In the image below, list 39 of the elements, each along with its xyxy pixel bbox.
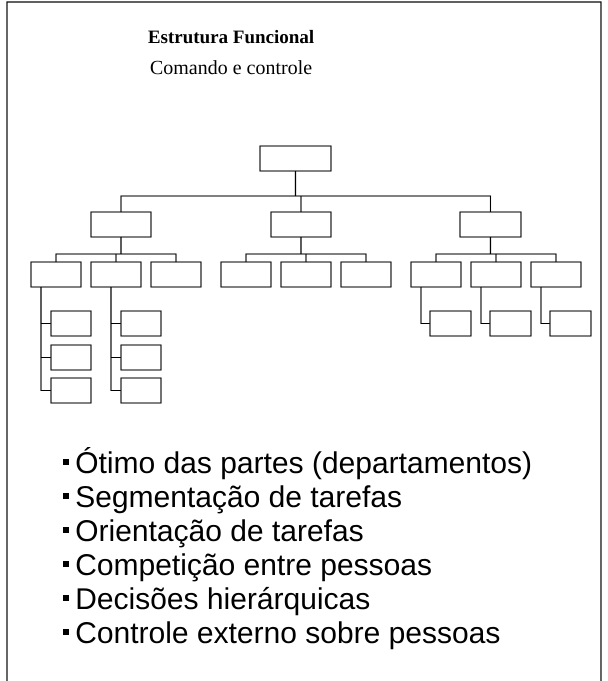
bullet-item: Segmentação de tarefas [63, 485, 401, 514]
connector-line [540, 288, 550, 324]
title: Estrutura Funcional [148, 30, 314, 44]
org-box [340, 261, 392, 288]
org-box [220, 261, 272, 288]
connector-line [110, 288, 120, 392]
org-box [120, 377, 162, 404]
org-box [410, 261, 462, 288]
org-box [549, 310, 592, 337]
org-box [90, 261, 142, 288]
connector-line [40, 288, 50, 392]
org-box [489, 310, 532, 337]
org-box [429, 310, 472, 337]
connector-line [490, 238, 557, 262]
org-box [50, 344, 92, 371]
org-box [470, 261, 522, 288]
connector-line [120, 238, 177, 262]
org-box [120, 310, 162, 337]
org-box [280, 261, 332, 288]
bullet-item: Ótimo das partes (departamentos) [63, 446, 530, 480]
connector-line [294, 172, 492, 212]
org-box [150, 261, 202, 288]
connector-line [420, 288, 430, 324]
subtitle: Comando e controle [150, 60, 312, 74]
bullet-item: Decisões hierárquicas [63, 586, 370, 616]
connector-line [480, 288, 490, 324]
org-box [30, 261, 82, 288]
org-box [90, 211, 152, 238]
connector-line [300, 238, 367, 262]
org-box [259, 145, 332, 172]
org-box [50, 310, 92, 337]
bullet-item: Orientação de tarefas [63, 519, 363, 548]
org-box [120, 344, 162, 371]
org-box [459, 211, 522, 238]
bullet-item: Controle externo sobre pessoas [63, 621, 500, 650]
bullet-item: Competição entre pessoas [63, 553, 431, 582]
org-box [530, 261, 582, 288]
org-box [50, 377, 92, 404]
org-box [270, 211, 332, 238]
